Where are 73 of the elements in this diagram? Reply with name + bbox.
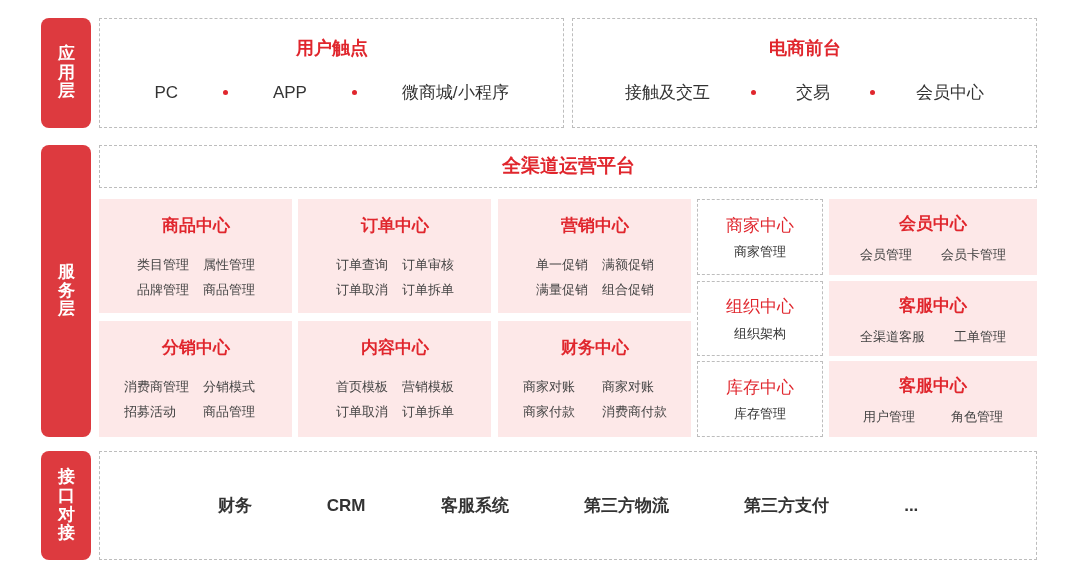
- feature-label: 满量促销: [535, 281, 588, 299]
- feature-label: CRM: [326, 494, 366, 517]
- feature-label: 全渠道客服: [859, 327, 925, 346]
- feature-label: 消费商管理: [123, 377, 189, 396]
- feature-label: 客服系统: [440, 494, 509, 517]
- feature-label: 第三方支付: [744, 494, 829, 517]
- layer-title: 接口对接: [57, 468, 75, 543]
- layer-title: 服务层: [57, 262, 75, 320]
- center-title: 全渠道运营平台: [501, 154, 635, 179]
- feature-label: 分销模式: [202, 377, 256, 396]
- feature-label: 商家对账: [522, 377, 576, 396]
- layer-band: [41, 18, 91, 128]
- feature-label: 订单审核: [401, 255, 454, 274]
- layer-title: 应用层: [57, 44, 75, 102]
- feature-label: 商品管理: [202, 281, 255, 299]
- layer-box: [99, 18, 564, 128]
- platform-box: [99, 145, 1037, 188]
- feature-label: 商家付款: [522, 403, 576, 421]
- feature-label: 库存管理: [734, 405, 786, 423]
- feature-label: 交易: [795, 82, 830, 104]
- feature-label: 会员中心: [915, 82, 984, 104]
- feature-label: 组合促销: [601, 281, 654, 299]
- feature-label: APP: [272, 82, 307, 104]
- feature-label: 类目管理: [136, 255, 189, 274]
- feature-label: 商品管理: [202, 403, 256, 421]
- feature-label: 订单拆单: [401, 403, 454, 421]
- feature-label: 会员卡管理: [941, 245, 1007, 264]
- service-center-box: [697, 199, 823, 275]
- feature-label: 角色管理: [951, 407, 1003, 426]
- feature-label: ...: [904, 494, 919, 517]
- feature-label: 首页模板: [335, 377, 388, 396]
- feature-label: 商家对账: [601, 377, 655, 396]
- center-title: 电商前台: [768, 37, 841, 60]
- layer-box: [572, 18, 1037, 128]
- feature-label: 订单取消: [335, 281, 388, 299]
- feature-label: 第三方物流: [583, 494, 669, 517]
- feature-label: 属性管理: [202, 255, 255, 274]
- feature-label: 满额促销: [601, 255, 654, 274]
- center-title: 客服中心: [899, 375, 967, 397]
- service-center-box: [697, 281, 823, 356]
- center-title: 订单中心: [360, 215, 429, 237]
- center-title: 分销中心: [161, 337, 230, 359]
- service-center-box: [697, 361, 823, 437]
- feature-label: 订单取消: [335, 403, 388, 421]
- interface-box: [99, 451, 1037, 560]
- center-title: 库存中心: [726, 376, 794, 399]
- feature-label: 消费商付款: [601, 403, 667, 421]
- center-title: 内容中心: [360, 337, 429, 359]
- feature-label: 用户管理: [863, 407, 915, 426]
- center-title: 组织中心: [726, 296, 794, 318]
- center-title: 营销中心: [560, 215, 629, 237]
- layer-band: [41, 451, 91, 560]
- feature-label: 商家管理: [734, 243, 786, 261]
- feature-label: 品牌管理: [136, 281, 189, 299]
- center-title: 商品中心: [161, 215, 230, 237]
- feature-label: 订单查询: [335, 255, 388, 274]
- feature-label: 工单管理: [954, 327, 1007, 346]
- feature-label: 会员管理: [859, 245, 912, 264]
- center-title: 用户触点: [295, 37, 368, 60]
- feature-label: 接触及交互: [625, 82, 711, 104]
- feature-label: 微商城/小程序: [401, 82, 509, 104]
- feature-label: 招募活动: [123, 403, 177, 421]
- feature-label: 组织架构: [734, 324, 786, 343]
- feature-label: 单一促销: [535, 255, 588, 274]
- feature-label: 订单拆单: [401, 281, 454, 299]
- center-title: 会员中心: [899, 213, 967, 235]
- feature-label: PC: [154, 82, 179, 104]
- feature-label: 财务: [217, 494, 252, 517]
- feature-label: 营销模板: [401, 377, 454, 396]
- center-title: 商家中心: [726, 214, 794, 237]
- center-title: 客服中心: [899, 295, 967, 317]
- center-title: 财务中心: [560, 337, 629, 359]
- layer-band: [41, 145, 91, 437]
